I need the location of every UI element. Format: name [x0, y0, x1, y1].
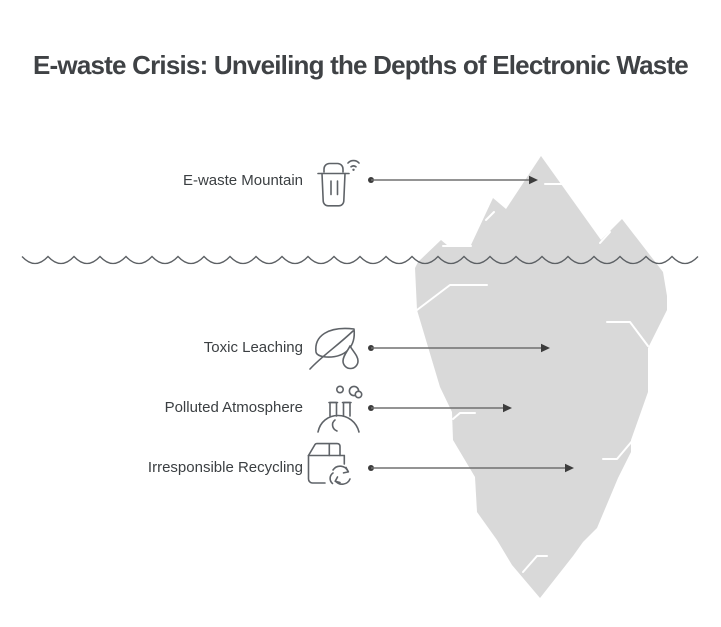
page-title: E-waste Crisis: Unveiling the Depths of … [33, 50, 689, 80]
label-toxic-leaching: Toxic Leaching [203, 339, 303, 356]
arrow-toxic-leaching [368, 343, 550, 353]
label-polluted-atmosphere: Polluted Atmosphere [164, 399, 303, 416]
recycling-box-icon [306, 441, 364, 496]
arrow-irresponsible-recycling [368, 463, 574, 473]
arrow-polluted-atmosphere [368, 403, 512, 413]
iceberg-cracks [416, 183, 649, 573]
iceberg-shape [415, 156, 667, 598]
smart-trash-bin-icon [311, 152, 363, 213]
waterline-wave [21, 255, 699, 265]
arrow-e-waste-mountain [368, 175, 538, 185]
leaf-droplet-icon [308, 322, 362, 377]
label-irresponsible-recycling: Irresponsible Recycling [147, 459, 303, 476]
label-e-waste-mountain: E-waste Mountain [182, 172, 303, 189]
factory-smoke-icon [313, 383, 363, 438]
